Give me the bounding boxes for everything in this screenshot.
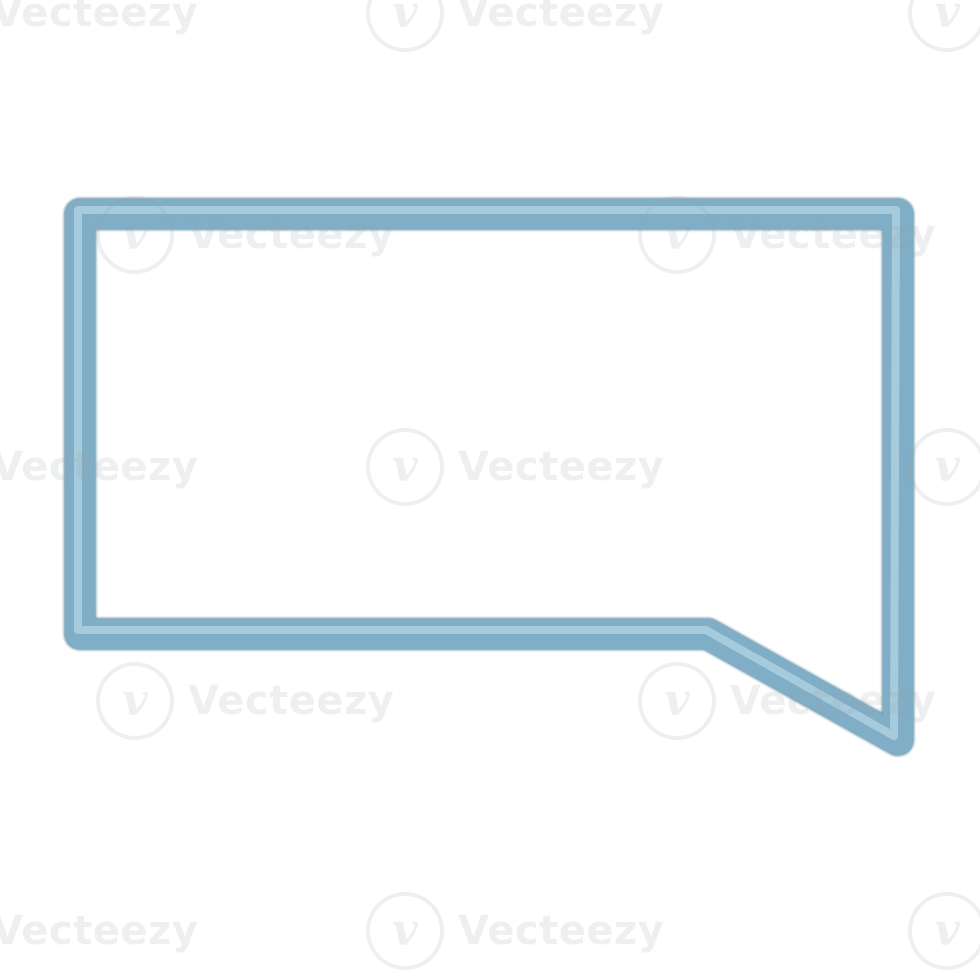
bubble-outline-highlight: [74, 206, 900, 740]
bubble-outline: [65, 199, 913, 755]
